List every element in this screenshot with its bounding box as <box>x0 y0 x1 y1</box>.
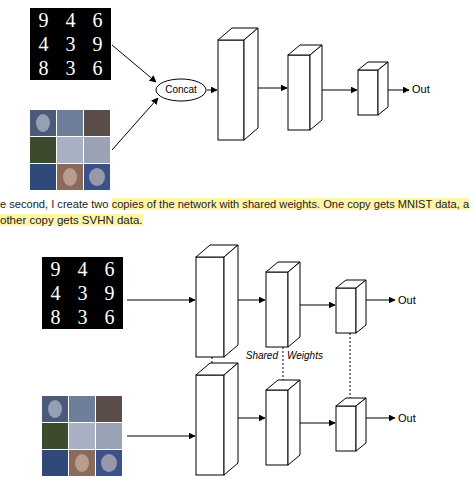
paragraph-line: other copy gets SVHN data. <box>0 213 143 228</box>
output-label: Out <box>412 83 430 96</box>
mnist-digit: 9 <box>42 257 69 281</box>
mnist-digit: 4 <box>57 8 84 32</box>
mnist-digit: 3 <box>69 281 96 305</box>
mnist-digit: 3 <box>57 56 84 80</box>
mnist-digit: 3 <box>69 305 96 329</box>
layer-blocks <box>196 245 366 475</box>
mnist-digit: 8 <box>42 305 69 329</box>
arrows <box>112 45 409 150</box>
mnist-digit: 4 <box>69 257 96 281</box>
mnist-digit: 6 <box>96 305 123 329</box>
mnist-digit: 6 <box>84 56 111 80</box>
output-label: Out <box>398 294 416 307</box>
mnist-digit: 9 <box>84 32 111 56</box>
paragraph-text: e second, I create two <box>0 198 109 210</box>
concat-ellipse: Concat <box>155 78 207 102</box>
mnist-digit: 9 <box>96 281 123 305</box>
mnist-digit: 6 <box>96 257 123 281</box>
mnist-digit: 9 <box>30 8 57 32</box>
shared-weights-label: Shared <box>246 350 278 362</box>
layer-blocks <box>218 28 388 140</box>
highlighted-text: other copy gets SVHN data. <box>0 214 143 226</box>
shared-weights-label: Weights <box>287 350 323 362</box>
mnist-image <box>42 257 123 329</box>
output-label: Out <box>398 412 416 425</box>
mnist-digit: 3 <box>57 32 84 56</box>
mnist-image <box>30 8 111 80</box>
mnist-digit: 4 <box>30 32 57 56</box>
mnist-digit: 8 <box>30 56 57 80</box>
mnist-digit: 4 <box>42 281 69 305</box>
svhn-image <box>30 110 110 190</box>
mnist-digit: 6 <box>84 8 111 32</box>
svhn-image <box>42 396 122 476</box>
node-label: Concat <box>165 84 197 96</box>
paragraph-line: e second, I create twocopies of the netw… <box>0 197 469 212</box>
highlighted-text: copies of the network with shared weight… <box>112 198 469 210</box>
